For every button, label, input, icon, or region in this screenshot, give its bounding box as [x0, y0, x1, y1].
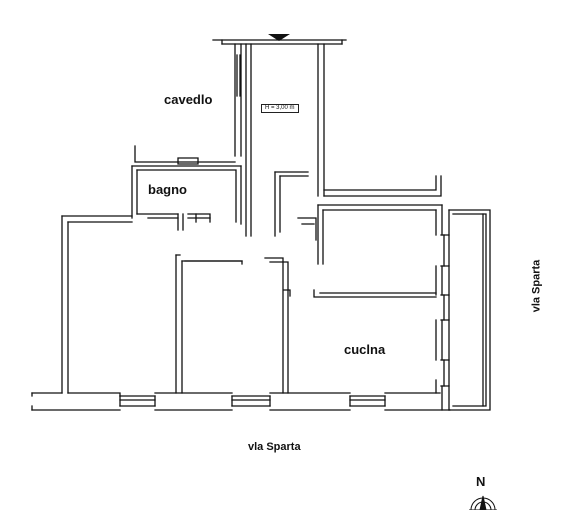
room-label-bagno: bagno — [148, 182, 187, 197]
room-label-cavedio: cavedlo — [164, 92, 213, 107]
compass-rose-icon — [469, 495, 497, 510]
entrance-arrow-icon — [268, 34, 290, 41]
right-rooms-walls — [313, 175, 443, 411]
corridor-walls — [274, 171, 324, 265]
balcony — [448, 209, 491, 411]
street-label-right: vla Sparta — [530, 259, 543, 313]
street-label-bottom: vla Sparta — [248, 441, 301, 453]
room-label-cucina: cuclna — [344, 342, 386, 357]
ceiling-height-note: H = 3,00 m — [261, 104, 299, 113]
north-label: N — [476, 474, 486, 489]
cavedio-walls — [134, 145, 236, 165]
outer-walls — [31, 215, 451, 411]
right-windows — [440, 234, 450, 387]
bagno-walls — [131, 165, 242, 231]
top-entrance-walls — [212, 39, 347, 237]
interior-walls — [175, 254, 291, 394]
